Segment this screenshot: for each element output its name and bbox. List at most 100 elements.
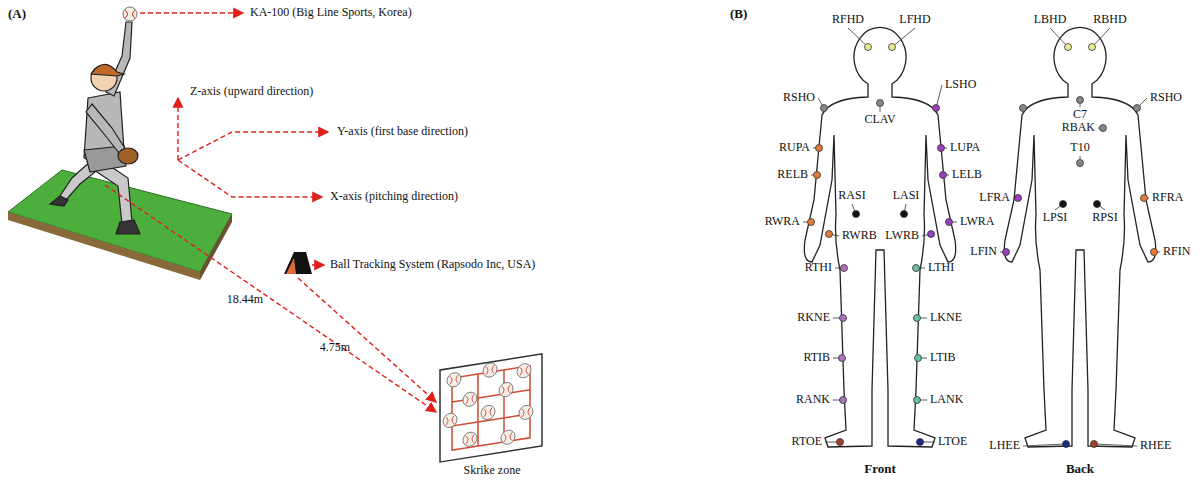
marker-label: RKNE — [797, 311, 830, 324]
marker-label: LKNE — [930, 311, 962, 324]
baseball — [463, 431, 477, 447]
baseball — [519, 404, 533, 420]
marker-label: RFHD — [832, 13, 864, 26]
marker-label: RPSI — [1092, 211, 1117, 224]
marker-label: T10 — [1070, 141, 1089, 154]
marker — [841, 265, 848, 272]
marker — [1063, 441, 1070, 448]
marker-label: RTOE — [792, 435, 822, 448]
marker — [940, 172, 947, 179]
marker — [901, 211, 908, 218]
dashed-arrows — [105, 13, 436, 412]
text-label: Back — [1066, 462, 1094, 476]
body-outline — [1004, 27, 1155, 447]
marker — [1020, 105, 1027, 112]
mound-side — [8, 212, 200, 280]
leader-line — [1092, 28, 1110, 47]
strike-zone — [440, 354, 542, 462]
leader-line — [892, 28, 915, 47]
marker — [946, 219, 953, 226]
marker-label: LPSI — [1043, 211, 1068, 224]
marker-label: RBAK — [1062, 121, 1095, 134]
text-label: KA-100 (Big Line Sports, Korea) — [250, 6, 412, 19]
marker — [889, 44, 896, 51]
marker — [1060, 201, 1067, 208]
marker-label: LWRB — [885, 229, 919, 242]
marker-label: RFRA — [1152, 191, 1183, 204]
text-label: 4.75m — [320, 341, 350, 354]
marker — [826, 231, 833, 238]
text-label: Front — [864, 462, 896, 476]
marker-label: LELB — [952, 168, 982, 181]
marker — [1151, 249, 1158, 256]
marker — [913, 265, 920, 272]
marker — [1065, 44, 1072, 51]
baseball — [483, 362, 497, 378]
marker-label: CLAV — [864, 113, 895, 126]
marker-label: LBHD — [1034, 13, 1067, 26]
marker — [853, 211, 860, 218]
marker — [839, 355, 846, 362]
marker-label: LHEE — [989, 439, 1020, 452]
marker — [1077, 160, 1084, 167]
marker-label: LTOE — [938, 435, 967, 448]
marker-label: RFIN — [1163, 245, 1190, 258]
marker — [914, 397, 921, 404]
marker — [915, 355, 922, 362]
marker-label: RELB — [777, 168, 808, 181]
ball-tracking-device — [284, 252, 312, 274]
marker — [1134, 105, 1141, 112]
baseball — [517, 363, 531, 379]
text-label: 18.44m — [227, 293, 263, 306]
leader-line — [1094, 444, 1137, 446]
marker-label: LSHO — [945, 78, 976, 91]
baseball — [481, 404, 495, 420]
marker — [821, 105, 828, 112]
text-label: Y-axis (first base direction) — [337, 125, 468, 138]
marker — [1141, 195, 1148, 202]
text-label: Ball Tracking System (Rapsodo Inc, USA) — [330, 258, 535, 271]
marker — [914, 315, 921, 322]
marker-label: RSHO — [1150, 91, 1182, 104]
marker-label: RANK — [796, 393, 830, 406]
marker-label: LUPA — [950, 141, 980, 154]
marker-label: LFIN — [970, 245, 997, 258]
text-label: X-axis (pitching direction) — [330, 190, 458, 203]
marker — [814, 172, 821, 179]
marker — [917, 439, 924, 446]
baseball — [499, 381, 513, 397]
pitcher — [50, 22, 140, 234]
marker — [865, 44, 872, 51]
marker — [1089, 44, 1096, 51]
marker-label: RHEE — [1140, 439, 1171, 452]
marker — [816, 145, 823, 152]
text-label: (B) — [730, 7, 747, 21]
marker-label: LFHD — [899, 13, 930, 26]
marker — [1094, 201, 1101, 208]
baseball — [447, 372, 461, 388]
body-outline — [804, 27, 955, 447]
marker-label: LTHI — [928, 261, 954, 274]
marker-label: LTIB — [930, 351, 956, 364]
leader-line — [1050, 28, 1068, 47]
marker — [1100, 125, 1107, 132]
baseball — [501, 429, 515, 445]
marker-label: RWRA — [765, 215, 800, 228]
leader-line — [848, 28, 868, 47]
marker-label: RUPA — [779, 141, 810, 154]
text-label: Skrike zone — [464, 464, 521, 477]
ball — [123, 7, 137, 21]
text-label: (A) — [8, 7, 26, 21]
text-label: Z-axis (upward direction) — [190, 85, 313, 98]
marker — [808, 219, 815, 226]
marker — [1015, 195, 1022, 202]
marker — [1091, 441, 1098, 448]
marker — [938, 145, 945, 152]
marker-label: RASI — [838, 189, 865, 202]
marker — [1077, 97, 1084, 104]
baseball — [463, 391, 477, 407]
marker — [1003, 249, 1010, 256]
marker — [840, 315, 847, 322]
marker-label: RTHI — [805, 261, 832, 274]
